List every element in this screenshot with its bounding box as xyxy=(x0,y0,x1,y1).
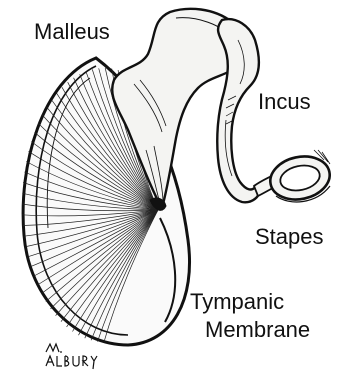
stapes-label: Stapes xyxy=(255,224,324,249)
incus-label: Incus xyxy=(258,89,311,114)
incus-bone xyxy=(217,19,262,202)
incus-bone-drawing xyxy=(217,19,262,202)
membrane-label: Membrane xyxy=(205,317,310,342)
artist-signature xyxy=(44,342,108,370)
tympanic-label: Tympanic xyxy=(190,289,284,314)
stapes-bone-drawing xyxy=(254,150,334,205)
malleus-label: Malleus xyxy=(34,19,110,44)
